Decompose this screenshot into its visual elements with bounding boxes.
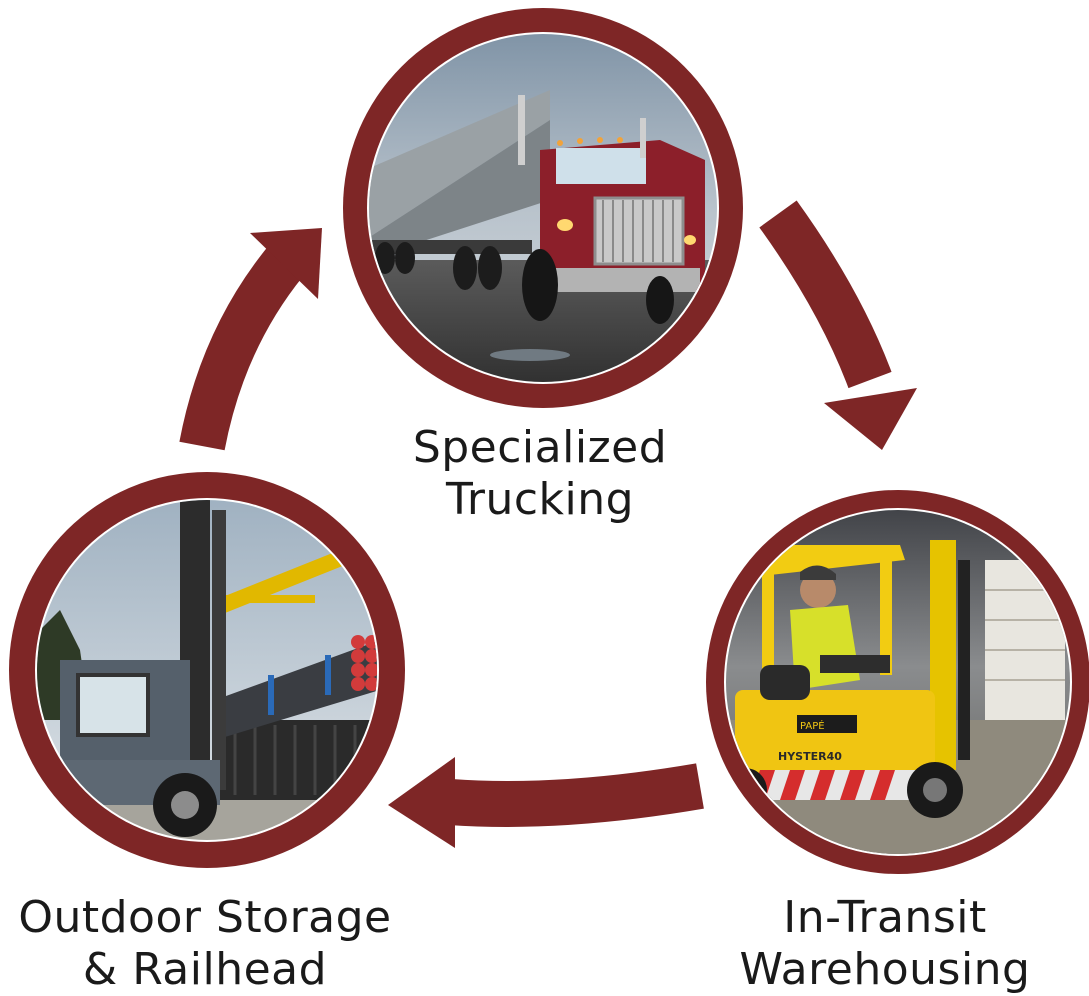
label-line: Specialized xyxy=(412,422,668,473)
node-outdoor-storage-railhead xyxy=(9,472,405,868)
photo-text-hyster: HYSTER40 xyxy=(778,750,842,763)
photo-text-pape: PAPÉ xyxy=(800,719,825,732)
cycle-arrows xyxy=(179,200,917,848)
label-line: Warehousing xyxy=(739,944,1031,995)
label-line: & Railhead xyxy=(82,944,328,995)
label-specialized-trucking: Specialized Trucking xyxy=(390,422,690,526)
arrow-warehousing-to-storage xyxy=(388,757,704,848)
label-line: In-Transit xyxy=(783,892,987,943)
label-in-transit-warehousing: In-Transit Warehousing xyxy=(730,892,1040,996)
arrow-trucking-to-warehousing xyxy=(759,200,917,450)
node-in-transit-warehousing: PAPÉ HYSTER40 xyxy=(706,490,1089,874)
arrow-storage-to-trucking xyxy=(179,228,322,451)
label-line: Outdoor Storage xyxy=(18,892,392,943)
node-specialized-trucking xyxy=(343,8,743,408)
label-outdoor-storage-railhead: Outdoor Storage & Railhead xyxy=(10,892,400,996)
label-line: Trucking xyxy=(445,474,635,525)
